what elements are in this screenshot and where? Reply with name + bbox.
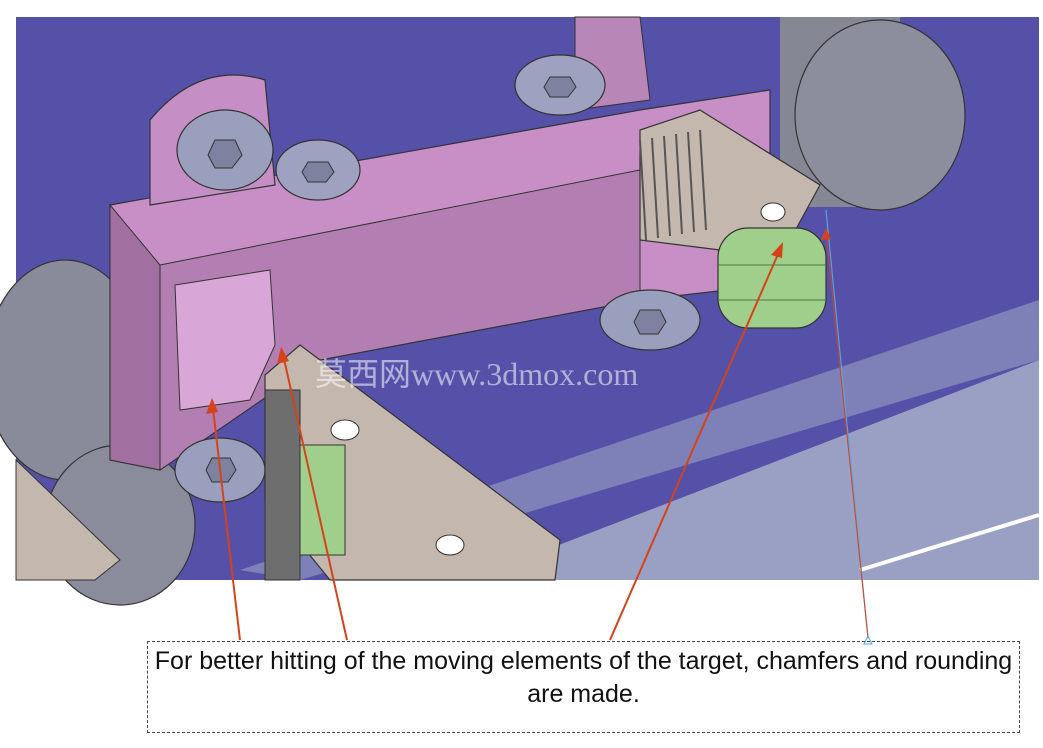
callout-text: For better hitting of the moving element…: [154, 647, 1013, 708]
cad-viewport: 莫西网www.3dmox.com: [0, 16, 1040, 606]
annotation-callout: For better hitting of the moving element…: [147, 641, 1020, 733]
leader-to-rack-tip: [821, 209, 873, 645]
arrow-to-rack-rounding: [277, 347, 348, 641]
screw-head-2: [275, 139, 361, 201]
watermark-text: 莫西网www.3dmox.com: [315, 356, 638, 392]
screw-head-3: [514, 54, 606, 116]
arrow-to-pocket-chamfer: [206, 398, 241, 641]
screw-head-4: [599, 289, 701, 351]
screw-head-1: [176, 109, 274, 191]
annotation-arrows: [206, 209, 873, 645]
gear-rack-lower: [264, 344, 561, 581]
arrow-to-green-roller: [609, 242, 783, 641]
green-roller: [717, 227, 827, 329]
